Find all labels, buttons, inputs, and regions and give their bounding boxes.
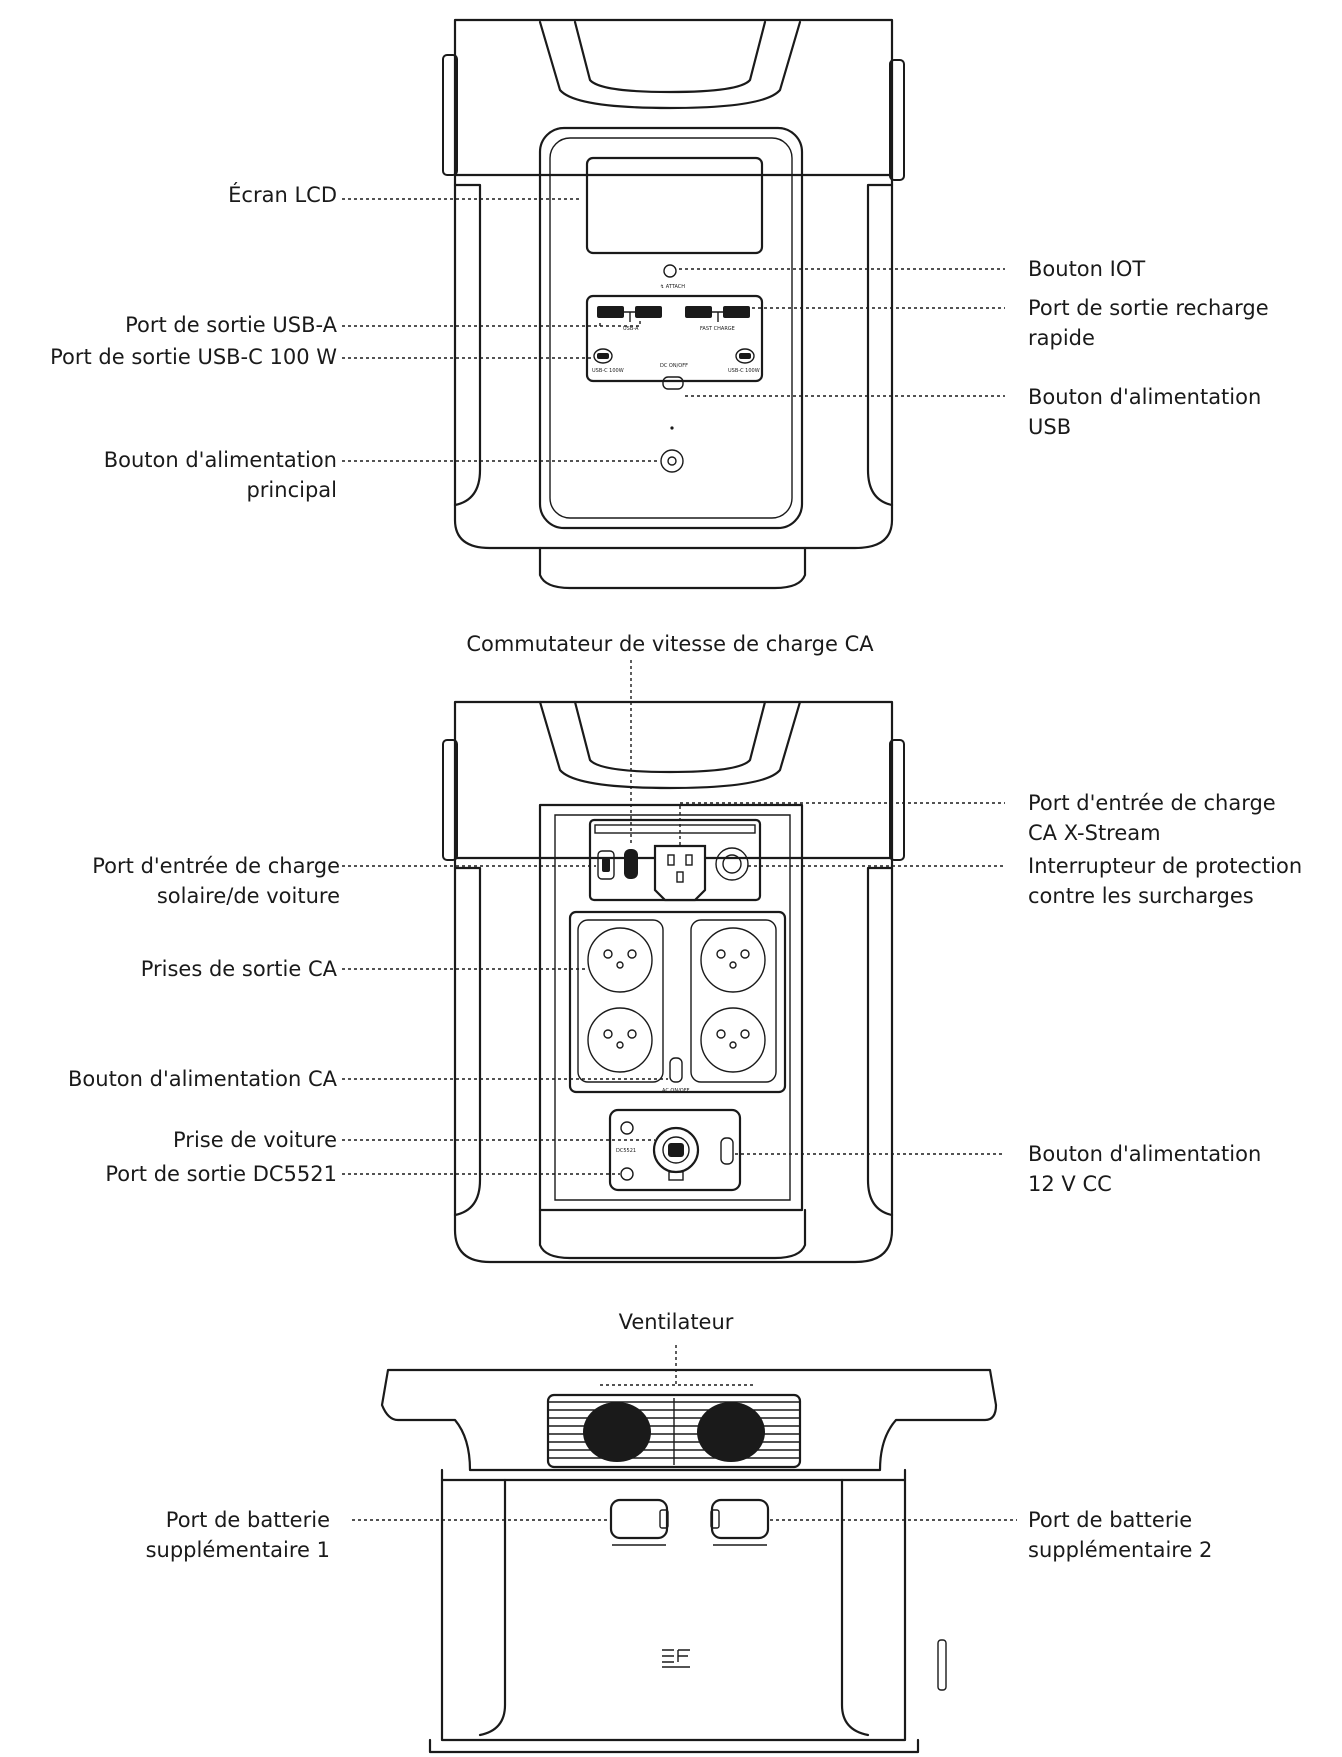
svg-text:DC ON/OFF: DC ON/OFF	[660, 363, 688, 369]
svg-text:DC5521: DC5521	[616, 1148, 636, 1154]
side-view-device	[380, 1368, 998, 1754]
label-ac-speed-switch: Commutateur de vitesse de charge CA	[466, 632, 874, 656]
svg-text:FAST CHARGE: FAST CHARGE	[700, 326, 735, 332]
back-leaders	[342, 660, 1005, 1175]
leader-fan	[600, 1345, 755, 1386]
label-lcd: Écran LCD	[228, 183, 337, 207]
label-ac-outlets: Prises de sortie CA	[140, 957, 337, 981]
leader-xstream	[679, 802, 1005, 845]
label-car-outlet: Prise de voiture	[173, 1128, 337, 1152]
front-view-device: ↯ ATTACH USB-A FAST CHARGE USB-C 100W US…	[442, 18, 905, 590]
side-leaders	[352, 1345, 1017, 1521]
label-usb-power: Bouton d'alimentation USB	[1028, 385, 1262, 439]
leader-usb-a	[342, 320, 641, 327]
svg-text:USB-C 100W: USB-C 100W	[592, 368, 624, 374]
label-fan: Ventilateur	[618, 1310, 734, 1334]
front-leaders	[342, 198, 1005, 462]
label-iot: Bouton IOT	[1028, 257, 1146, 281]
back-view-device: AC ON/OFF DC5521	[442, 700, 905, 1264]
label-usb-a: Port de sortie USB-A	[125, 313, 337, 337]
svg-text:USB-A: USB-A	[623, 326, 639, 332]
label-main-power: Bouton d'alimentation principal	[103, 448, 337, 502]
svg-text:USB-C 100W: USB-C 100W	[728, 368, 760, 374]
label-solar-car: Port d'entrée de charge solaire/de voitu…	[92, 854, 340, 908]
label-overload: Interrupteur de protection contre les su…	[1028, 854, 1303, 908]
label-dc-power: Bouton d'alimentation 12 V CC	[1028, 1142, 1262, 1196]
svg-text:AC ON/OFF: AC ON/OFF	[662, 1088, 690, 1094]
label-dc5521: Port de sortie DC5521	[105, 1162, 337, 1186]
label-fast-charge: Port de sortie recharge rapide	[1028, 296, 1269, 350]
label-ac-power: Bouton d'alimentation CA	[68, 1067, 337, 1091]
label-battery-1: Port de batterie supplémentaire 1	[145, 1508, 330, 1562]
svg-text:↯ ATTACH: ↯ ATTACH	[660, 284, 685, 290]
label-battery-2: Port de batterie supplémentaire 2	[1028, 1508, 1213, 1562]
label-xstream: Port d'entrée de charge CA X-Stream	[1028, 791, 1276, 845]
label-usb-c: Port de sortie USB-C 100 W	[50, 345, 337, 369]
ecoflow-logo	[662, 1649, 690, 1668]
